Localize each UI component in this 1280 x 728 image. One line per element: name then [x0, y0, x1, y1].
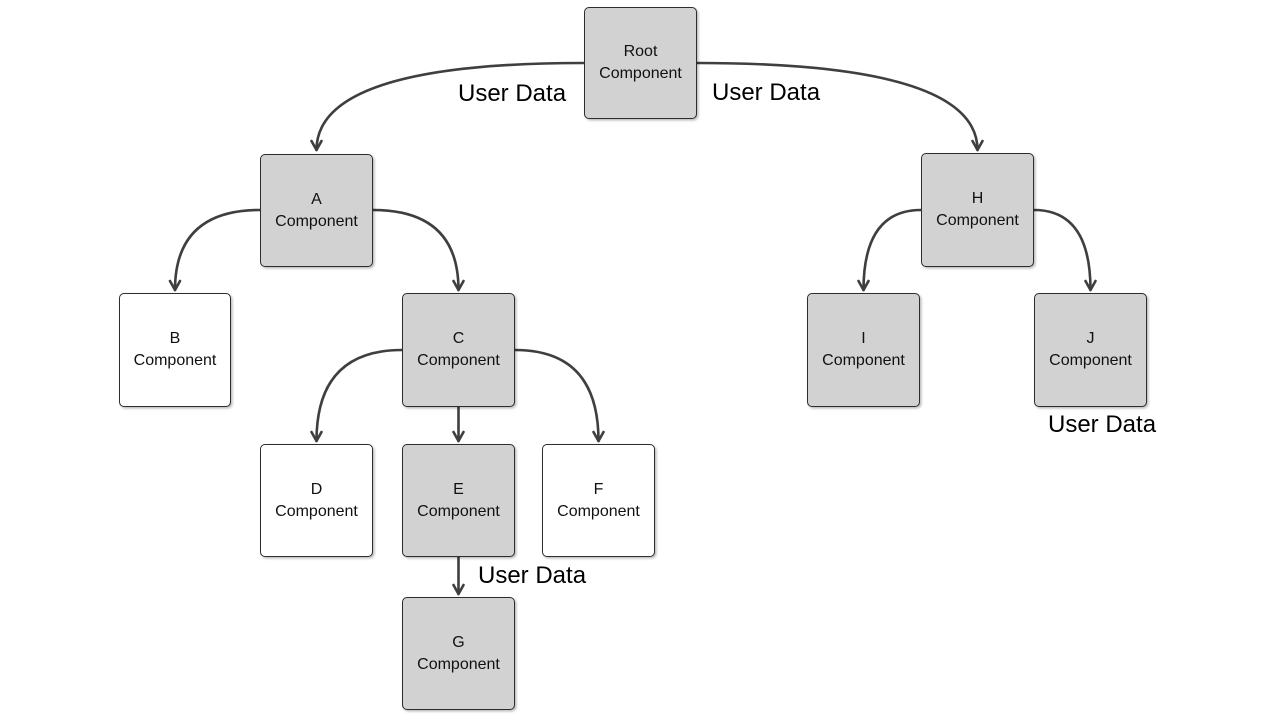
node-c-component: C Component: [402, 293, 515, 407]
arrow-c-to-f: [513, 348, 605, 443]
node-e-label-line2: Component: [417, 502, 500, 520]
node-f-component: F Component: [542, 444, 655, 557]
node-i-label-line1: I: [861, 330, 866, 347]
edge-label-h-to-j: User Data: [1048, 411, 1157, 438]
arrow-root-to-h: [695, 61, 984, 152]
edge-label-e-to-g: User Data: [478, 562, 587, 589]
node-b-component: B Component: [119, 293, 231, 407]
node-h-label-line1: H: [971, 190, 984, 207]
node-e-component: E Component: [402, 444, 515, 557]
node-j-label-line1: J: [1086, 330, 1095, 347]
arrow-h-to-j: [1032, 208, 1097, 292]
arrow-a-to-b: [168, 208, 262, 292]
node-f-label-line1: F: [593, 480, 604, 498]
node-g-label-line1: G: [452, 633, 465, 651]
node-a-label-line2: Component: [275, 212, 358, 230]
arrow-a-to-c: [371, 208, 465, 292]
arrow-c-to-d: [310, 348, 404, 443]
node-a-label-line1: A: [311, 190, 322, 208]
node-f-label-line2: Component: [557, 502, 640, 520]
node-j-component: J Component: [1034, 293, 1147, 407]
node-c-label-line1: C: [452, 330, 465, 347]
node-d-label-line1: D: [310, 480, 323, 498]
node-j-label-line2: Component: [1049, 352, 1132, 369]
node-h-component: H Component: [921, 153, 1034, 267]
arrow-h-to-i: [857, 208, 923, 292]
node-g-component: G Component: [402, 597, 515, 710]
edge-label-root-to-a: User Data: [458, 80, 567, 107]
node-i-component: I Component: [807, 293, 920, 407]
node-b-label-line2: Component: [133, 352, 217, 369]
node-g-label-line2: Component: [417, 655, 500, 673]
edge-label-root-to-h: User Data: [712, 79, 821, 106]
node-root-label-line2: Component: [599, 65, 682, 82]
node-i-label-line2: Component: [822, 352, 905, 369]
node-root-label-line1: Root: [623, 43, 658, 60]
node-b-label-line1: B: [169, 330, 181, 347]
node-root-component: Root Component: [584, 7, 697, 119]
node-d-label-line2: Component: [275, 502, 358, 520]
node-e-label-line1: E: [453, 480, 464, 498]
node-a-component: A Component: [260, 154, 373, 267]
node-d-component: D Component: [260, 444, 373, 557]
node-h-label-line2: Component: [936, 212, 1019, 229]
node-c-label-line2: Component: [417, 352, 500, 369]
